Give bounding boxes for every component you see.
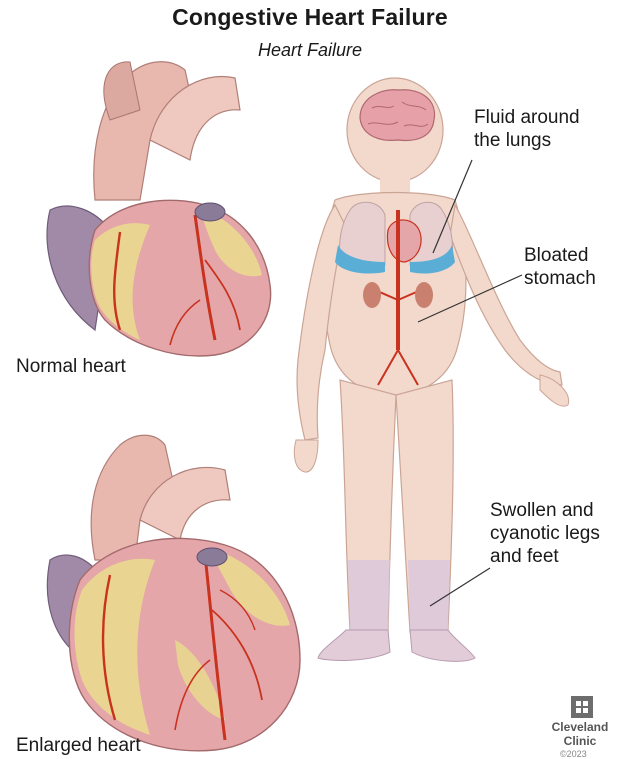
label-fluid-lungs: Fluid around the lungs [474,106,580,152]
logo-name: Cleveland Clinic [545,720,615,748]
body-illustration [294,78,568,661]
cleveland-clinic-logo-icon [571,696,593,718]
enlarged-heart-illustration [47,435,300,751]
normal-heart-illustration [47,62,271,356]
label-swollen-legs: Swollen and cyanotic legs and feet [490,499,600,568]
label-bloated-stomach: Bloated stomach [524,244,596,290]
label-normal-heart: Normal heart [16,355,126,378]
label-enlarged-heart: Enlarged heart [16,734,141,757]
